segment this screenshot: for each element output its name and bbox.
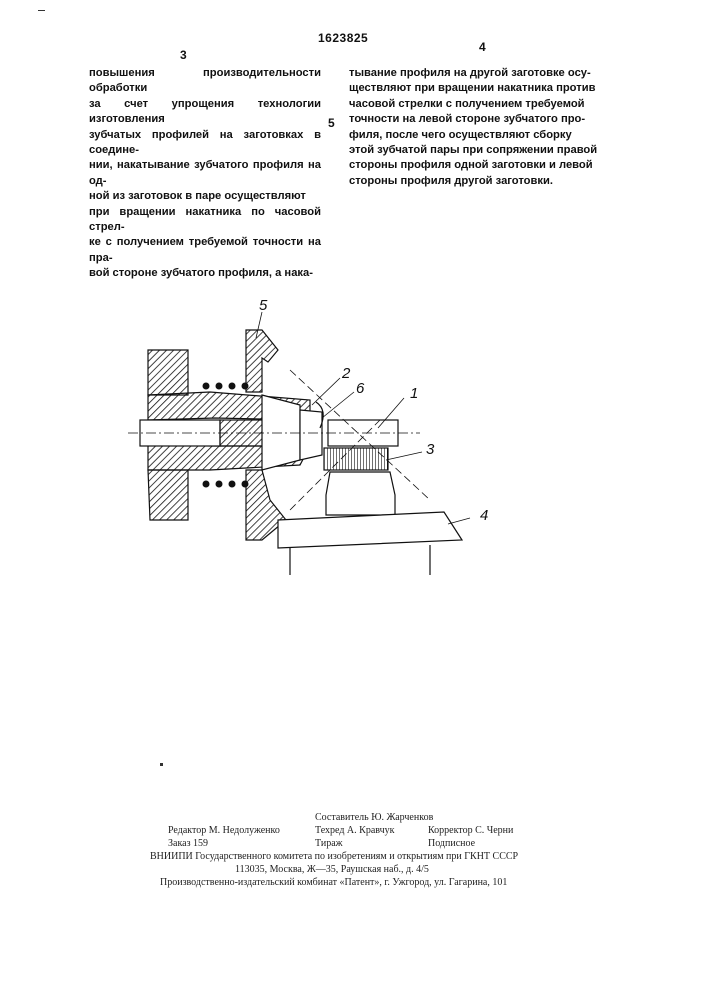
text-line: ществляют при вращении накатника против xyxy=(349,81,607,96)
part-6-tip xyxy=(300,410,322,460)
text-line: за счет упрощения технологии изготовлени… xyxy=(89,97,321,128)
text-line: при вращении накатника по часовой стрел- xyxy=(89,205,321,236)
text-line: зубчатых профилей на заготовках в соедин… xyxy=(89,128,321,159)
part-4-roller xyxy=(278,472,462,575)
imprint-corrector: Корректор С. Черни xyxy=(428,825,513,836)
imprint-publisher: Производственно-издательский комбинат «П… xyxy=(160,877,507,888)
imprint-techred: Техред А. Кравчук xyxy=(315,825,395,836)
text-line: филя, после чего осуществляют сборку xyxy=(349,128,607,143)
imprint-compiler: Составитель Ю. Жарченков xyxy=(315,812,433,823)
line-number-marker: 5 xyxy=(328,116,335,130)
text-line: вой стороне зубчатого профиля, а нака- xyxy=(89,266,321,281)
text-line: повышения производительности обработки xyxy=(89,66,321,97)
text-line: нии, накатывание зубчатого профиля на од… xyxy=(89,158,321,189)
scan-mark xyxy=(38,10,45,11)
text-line: часовой стрелки с получением требуемой xyxy=(349,97,607,112)
scan-dot xyxy=(160,763,163,766)
page-number-left: 3 xyxy=(180,48,187,62)
label-3: 3 xyxy=(426,441,435,458)
label-5: 5 xyxy=(259,297,268,314)
label-4: 4 xyxy=(480,507,488,524)
text-line: ной из заготовок в паре осуществляют xyxy=(89,189,321,204)
text-line: стороны профиля другой заготовки. xyxy=(349,174,607,189)
imprint-editor: Редактор М. Недолуженко xyxy=(168,825,280,836)
label-2: 2 xyxy=(341,365,351,382)
text-column-right: тывание профиля на другой заготовке осу-… xyxy=(349,66,607,189)
text-line: стороны профиля одной заготовки и левой xyxy=(349,158,607,173)
imprint-subscription: Подписное xyxy=(428,838,475,849)
text-line: тывание профиля на другой заготовке осу- xyxy=(349,66,607,81)
imprint-vniipi: ВНИИПИ Государственного комитета по изоб… xyxy=(150,851,518,862)
label-6: 6 xyxy=(356,380,365,397)
text-line: ке с получением требуемой точности на пр… xyxy=(89,235,321,266)
imprint-order: Заказ 159 xyxy=(168,838,208,849)
imprint-circulation: Тираж xyxy=(315,838,343,849)
imprint-address: 113035, Москва, Ж—35, Раушская наб., д. … xyxy=(235,864,429,875)
technical-drawing: 5 2 6 1 3 4 xyxy=(120,288,500,588)
label-1: 1 xyxy=(410,385,418,402)
page-number-right: 4 xyxy=(479,40,486,54)
text-line: этой зубчатой пары при сопряжении правой xyxy=(349,143,607,158)
text-column-left: повышения производительности обработки з… xyxy=(89,66,321,282)
text-line: точности на левой стороне зубчатого про- xyxy=(349,112,607,127)
patent-number: 1623825 xyxy=(318,31,368,45)
